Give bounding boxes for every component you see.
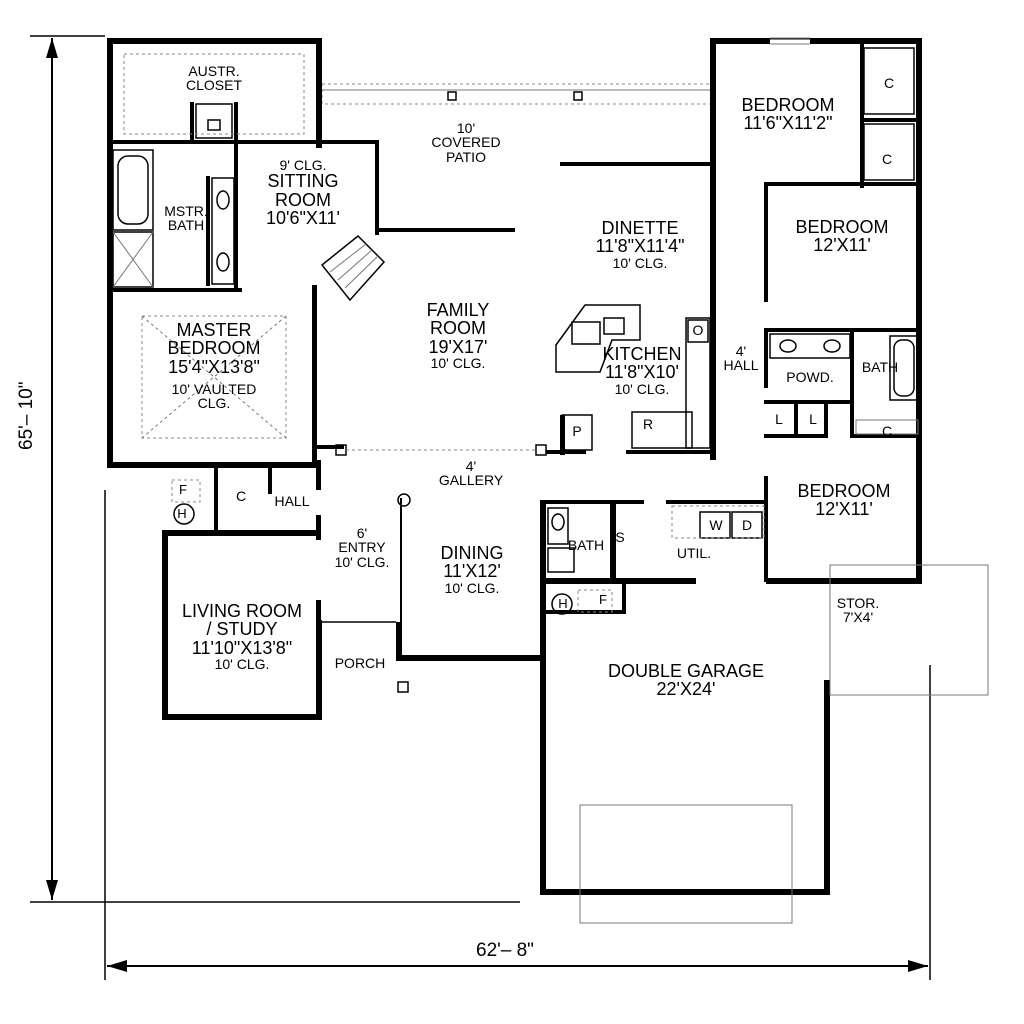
- austr-closet-name-2: CLOSET: [185, 77, 243, 94]
- dimension-lines: [30, 35, 931, 980]
- living-study-name-2: / STUDY: [206, 619, 278, 640]
- closet-marker: C: [235, 488, 247, 504]
- sitting-room-label: 9' CLG. SITTING ROOM 10'6"X11': [266, 157, 340, 228]
- sitting-room-name-1: SITTING: [267, 171, 339, 192]
- exterior-walls: [107, 38, 922, 895]
- mstr-bath-label: MSTR. BATH: [164, 204, 208, 233]
- living-study-name-1: LIVING ROOM: [181, 601, 303, 621]
- oven-marker: O: [692, 322, 704, 338]
- heater-marker: H: [177, 506, 187, 521]
- closet-marker: C: [883, 75, 895, 91]
- bedroom-2-name: BEDROOM: [795, 217, 889, 237]
- overall-width-dimension: 62'– 8": [476, 940, 534, 961]
- bedroom-2-size: 12'X11': [813, 235, 871, 256]
- gallery-name: GALLERY: [438, 472, 504, 489]
- furnace-marker: F: [179, 482, 187, 497]
- storage-label: STOR. 7'X4': [837, 596, 880, 625]
- double-garage-name: DOUBLE GARAGE: [607, 661, 765, 681]
- pantry-marker: P: [572, 423, 582, 439]
- porch-label: PORCH: [334, 655, 386, 671]
- dinette-name: DINETTE: [601, 218, 679, 238]
- bedroom-1-size: 11'6"X11'2": [743, 113, 833, 134]
- dining-ceiling: 10' CLG.: [444, 579, 500, 596]
- kitchen-size: 11'8"X10': [604, 362, 679, 383]
- double-garage-size: 22'X24': [656, 679, 716, 700]
- hall-left-label: HALL: [274, 493, 310, 509]
- dining-name: DINING: [440, 543, 504, 563]
- overall-depth-dimension: 65'– 10": [16, 381, 37, 451]
- master-bedroom-size: 15'4"X13'8": [168, 356, 260, 377]
- gallery-width: 4': [465, 458, 477, 474]
- bedroom-1-name: BEDROOM: [741, 95, 835, 115]
- kitchen-ceiling: 10' CLG.: [614, 380, 670, 397]
- shelf-marker: S: [615, 529, 625, 545]
- storage-name: STOR.: [836, 595, 880, 611]
- family-room-label: FAMILY ROOM 19'X17' 10' CLG.: [426, 300, 490, 372]
- master-bedroom-ceiling-1: 10' VAULTED: [171, 381, 257, 398]
- entry-label: 6' ENTRY 10' CLG.: [335, 526, 390, 569]
- master-bedroom-name-2: BEDROOM: [167, 338, 261, 359]
- master-bedroom-label: MASTER BEDROOM 15'4"X13'8" 10' VAULTED C…: [167, 321, 260, 411]
- entry-name: ENTRY: [338, 539, 386, 556]
- bath-right-label: BATH: [861, 359, 899, 375]
- sitting-room-name-2: ROOM: [275, 189, 331, 210]
- bedroom-3-size: 12'X11': [815, 499, 873, 520]
- covered-patio-name-1: COVERED: [431, 134, 501, 151]
- bedroom-2-label: BEDROOM 12'X11': [795, 218, 888, 255]
- kitchen-name: KITCHEN: [602, 344, 682, 364]
- master-bedroom-name-1: MASTER: [176, 320, 252, 340]
- dinette-ceiling: 10' CLG.: [612, 254, 668, 271]
- heater-marker: H: [558, 596, 568, 611]
- refrigerator-marker: R: [642, 416, 654, 432]
- entry-ceiling: 10' CLG.: [334, 553, 390, 570]
- family-room-size: 19'X17': [428, 336, 488, 357]
- hall-right-width: 4': [735, 343, 747, 359]
- bedroom-1-label: BEDROOM 11'6"X11'2": [741, 96, 834, 133]
- closet-marker: C: [881, 423, 893, 439]
- dinette-label: DINETTE 11'8"X11'4" 10' CLG.: [595, 219, 684, 270]
- storage-size: 7'X4': [842, 609, 874, 626]
- washer-marker: W: [709, 517, 723, 533]
- double-garage-label: DOUBLE GARAGE 22'X24': [608, 662, 764, 699]
- dinette-size: 11'8"X11'4": [595, 236, 685, 257]
- master-bedroom-ceiling-2: CLG.: [197, 395, 231, 412]
- entry-width: 6': [356, 525, 368, 541]
- powder-room-label: POWD.: [786, 369, 834, 385]
- family-room-name-2: ROOM: [430, 318, 486, 339]
- mstr-bath-name-2: BATH: [167, 217, 205, 234]
- fixtures: [112, 37, 989, 924]
- austr-closet-name-1: AUSTR.: [188, 63, 240, 79]
- linen-marker: L: [809, 411, 817, 427]
- dining-size: 11'X12': [443, 561, 501, 582]
- sitting-room-size: 10'6"X11': [266, 207, 340, 228]
- living-study-ceiling: 10' CLG.: [214, 656, 270, 673]
- covered-patio-name-2: PATIO: [446, 148, 486, 165]
- covered-patio-label: 10' COVERED PATIO: [431, 121, 500, 164]
- closet-marker: C: [881, 151, 893, 167]
- patio-outline: [321, 83, 715, 105]
- kitchen-label: KITCHEN 11'8"X10' 10' CLG.: [602, 345, 681, 396]
- bedroom-3-name: BEDROOM: [797, 481, 891, 501]
- gallery-label: 4' GALLERY: [439, 459, 503, 488]
- family-room-name-1: FAMILY: [426, 300, 490, 320]
- living-study-label: LIVING ROOM / STUDY 11'10"X13'8" 10' CLG…: [181, 601, 303, 673]
- family-room-ceiling: 10' CLG.: [430, 355, 486, 372]
- hall-right-label: 4' HALL: [723, 344, 758, 373]
- utility-label: UTIL.: [676, 545, 712, 561]
- sitting-room-ceiling: 9' CLG.: [279, 157, 327, 173]
- covered-patio-depth: 10': [456, 120, 476, 136]
- furnace-marker: F: [599, 592, 607, 607]
- linen-marker: L: [775, 411, 783, 427]
- hall-right-name: HALL: [723, 357, 759, 374]
- bath-center-label: BATH: [567, 537, 605, 553]
- dining-label: DINING 11'X12' 10' CLG.: [441, 544, 504, 595]
- austr-closet-label: AUSTR. CLOSET: [186, 64, 242, 93]
- dryer-marker: D: [741, 517, 753, 533]
- bedroom-3-label: BEDROOM 12'X11': [797, 482, 890, 519]
- mstr-bath-name-1: MSTR.: [164, 203, 208, 219]
- living-study-size: 11'10"X13'8": [191, 637, 293, 658]
